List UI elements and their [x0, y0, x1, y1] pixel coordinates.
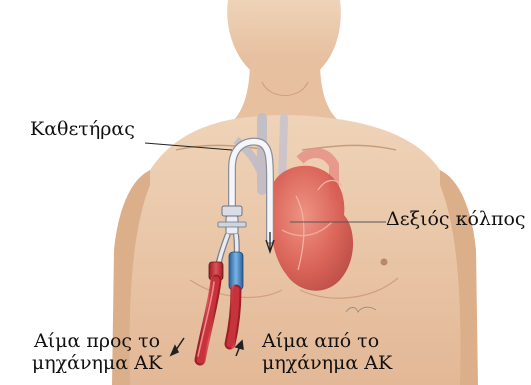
neck — [232, 60, 340, 122]
label-blood-to-machine: Αίμα προς το μηχάνημα ΑΚ — [27, 330, 167, 374]
label-blood-from-line1: Αίμα από το — [262, 330, 412, 352]
label-right-atrium: Δεξιός κόλπος — [386, 208, 526, 230]
label-blood-to-line2: μηχάνημα ΑΚ — [27, 352, 167, 374]
label-blood-from-line2: μηχάνημα ΑΚ — [262, 352, 412, 374]
label-blood-to-line1: Αίμα προς το — [27, 330, 167, 352]
label-blood-from-machine: Αίμα από το μηχάνημα ΑΚ — [262, 330, 412, 374]
label-catheter: Καθετήρας — [30, 118, 135, 140]
